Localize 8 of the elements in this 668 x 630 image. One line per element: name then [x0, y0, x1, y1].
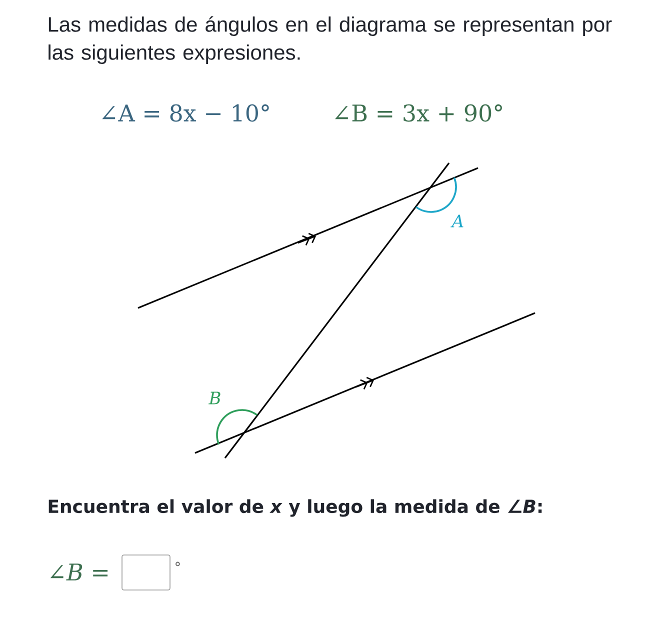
instruction-text: Las medidas de ángulos en el diagrama se representan por las siguientes expresiones. [48, 16, 612, 64]
formula: ∠B = 3x + 90° [335, 104, 502, 122]
equation-text: ∠B = [50, 564, 108, 580]
question-text: Encuentra el valor de x y luego la medida de ∠B: [48, 499, 542, 517]
angle-label: B [208, 392, 220, 404]
formula: ∠A = 8x − 10° [102, 104, 269, 122]
angle-label: A [450, 214, 464, 228]
degree-sign: ° [176, 562, 180, 566]
